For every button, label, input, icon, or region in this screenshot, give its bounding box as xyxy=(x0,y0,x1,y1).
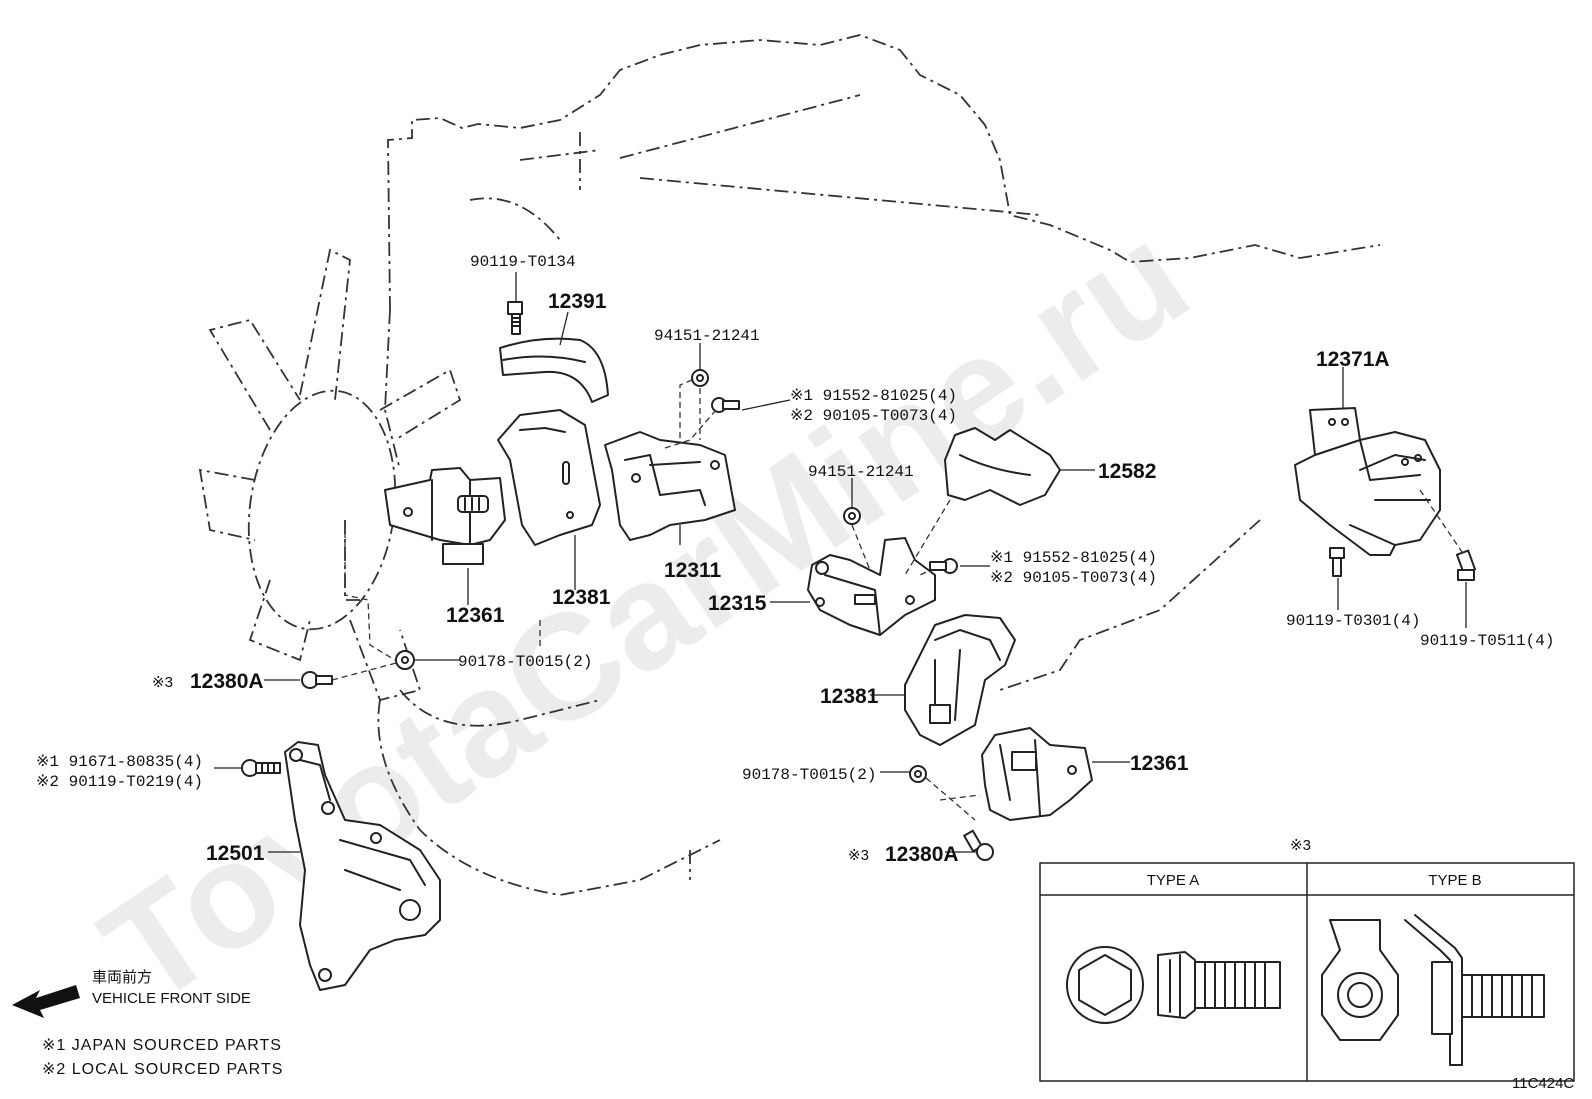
cooling-fan-outline xyxy=(198,248,462,702)
engine-mount-insulator-12361-right xyxy=(981,727,1093,821)
insulator-cover-12582 xyxy=(944,427,1061,506)
label-90178-T0015-right: 90178-T0015(2) xyxy=(742,766,876,784)
label-90119-T0301: 90119-T0301(4) xyxy=(1286,612,1420,630)
label-12380A-right: 12380A xyxy=(885,843,959,866)
inset-type-b-label: TYPE B xyxy=(1428,872,1481,889)
label-12381-right: 12381 xyxy=(820,685,879,708)
label-90119-T0219: ※2 90119-T0219(4) xyxy=(36,773,203,791)
engine-mount-bracket-12311 xyxy=(604,431,736,541)
engine-mount-bracket-12315 xyxy=(807,537,936,636)
label-12380A-left-mark: ※3 xyxy=(152,674,173,691)
label-90105-T0073-top: ※2 90105-T0073(4) xyxy=(790,407,957,425)
label-12361-right: 12361 xyxy=(1130,752,1189,775)
engine-mount-bracket-12381-left xyxy=(497,409,601,546)
bolt-91552-81025-top-icon xyxy=(711,397,740,413)
label-94151-21241-top: 94151-21241 xyxy=(654,327,760,345)
inset-marker: ※3 xyxy=(1290,837,1311,854)
label-90119-T0134: 90119-T0134 xyxy=(470,253,576,271)
label-12391: 12391 xyxy=(548,290,607,313)
footnote-japan-sourced: ※1 JAPAN SOURCED PARTS xyxy=(42,1037,282,1054)
front-label-jp: 車両前方 xyxy=(92,969,152,986)
nut-94151-21241-top-icon xyxy=(691,369,709,387)
vehicle-front-arrow-icon xyxy=(12,985,80,1018)
label-12380A-right-mark: ※3 xyxy=(848,847,869,864)
engine-mount-bracket-12381-right xyxy=(904,614,1016,746)
diagram-code: 11C424C xyxy=(1512,1075,1574,1092)
label-91552-81025-mid: ※1 91552-81025(4) xyxy=(990,549,1157,567)
nut-94151-21241-mid-icon xyxy=(843,507,861,525)
insulator-cover-12391 xyxy=(499,337,609,403)
label-12371A: 12371A xyxy=(1316,348,1390,371)
bolt-90119-T0301-icon xyxy=(1329,547,1345,577)
bolt-90119-T0511-icon xyxy=(1455,549,1477,581)
label-91671-80835: ※1 91671-80835(4) xyxy=(36,753,203,771)
label-91552-81025-top: ※1 91552-81025(4) xyxy=(790,387,957,405)
stud-bolt-12380A-left-icon xyxy=(301,671,333,689)
nut-90178-T0015-right-icon xyxy=(909,765,927,783)
engine-block-outline xyxy=(377,34,1381,896)
label-90119-T0511: 90119-T0511(4) xyxy=(1420,632,1554,650)
stud-bolt-12380A-right-icon xyxy=(963,829,994,861)
label-90178-T0015-left: 90178-T0015(2) xyxy=(458,653,592,671)
type-a-hex-bolt-icon xyxy=(1066,946,1281,1024)
transmission-mount-12371A xyxy=(1294,407,1441,556)
type-inset-table: ※3 TYPE A TYPE B xyxy=(1039,837,1575,1082)
bolt-91671-80835-icon xyxy=(241,759,281,777)
label-12381-left: 12381 xyxy=(552,586,611,609)
label-12315: 12315 xyxy=(708,592,767,615)
bolt-90119-T0134-icon xyxy=(507,301,523,335)
label-94151-21241-mid: 94151-21241 xyxy=(808,463,914,481)
engine-mount-insulator-12361-left xyxy=(384,467,506,565)
bolt-91552-81025-mid-icon xyxy=(929,558,958,574)
label-12380A-left: 12380A xyxy=(190,670,264,693)
front-label-en: VEHICLE FRONT SIDE xyxy=(92,990,251,1007)
label-90105-T0073-mid: ※2 90105-T0073(4) xyxy=(990,569,1157,587)
inset-type-a-label: TYPE A xyxy=(1147,872,1200,889)
label-12501: 12501 xyxy=(206,842,265,865)
label-12361-left: 12361 xyxy=(446,604,505,627)
engine-bracket-12501 xyxy=(284,741,441,991)
footnote-local-sourced: ※2 LOCAL SOURCED PARTS xyxy=(42,1061,283,1078)
type-b-stud-bracket-icon xyxy=(1321,914,1545,1066)
leader-lines xyxy=(214,272,1467,853)
label-12311: 12311 xyxy=(664,559,722,582)
nut-90178-T0015-left-icon xyxy=(395,650,415,670)
label-12582: 12582 xyxy=(1098,460,1156,483)
